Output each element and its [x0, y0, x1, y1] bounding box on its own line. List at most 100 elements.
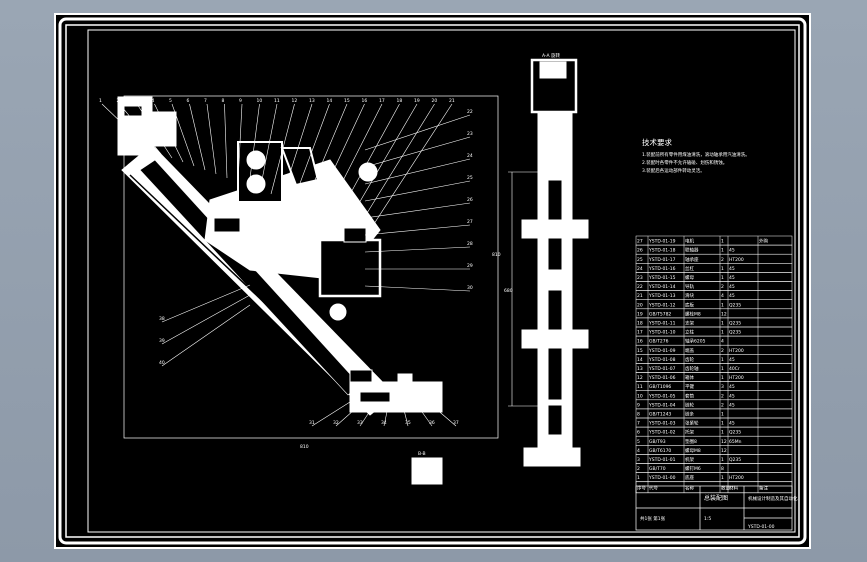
bom-cell: 联轴器: [685, 247, 699, 254]
bom-cell: 链轮: [685, 401, 694, 408]
leader-line: [161, 304, 251, 367]
bom-cell: 26: [637, 248, 643, 254]
bom-cell: HT200: [729, 257, 744, 263]
title-block-name: 总装配图: [704, 494, 728, 502]
bom-cell: 18: [637, 321, 643, 327]
bom-cell: 17: [637, 330, 643, 336]
part-number-label: 1: [99, 98, 102, 104]
bom-cell: 轴承6205: [685, 338, 706, 345]
part-number-label: 27: [467, 219, 473, 225]
leader-line: [369, 103, 453, 231]
bom-cell: 45: [729, 293, 735, 299]
hatch-block-3: [349, 369, 373, 383]
leader-line: [161, 294, 251, 345]
bom-cell: 12: [721, 311, 727, 317]
bom-cell: 5: [637, 439, 640, 445]
leader-line: [206, 103, 217, 175]
bom-cell: 2: [721, 393, 724, 399]
bom-header-cell: 名称: [685, 484, 694, 491]
bom-cell: 7: [637, 421, 640, 427]
leader-line: [364, 202, 471, 219]
leader-lines: [101, 103, 471, 427]
bom-cell: 1: [721, 375, 724, 381]
bom-cell: 45: [729, 393, 735, 399]
bom-cell: 4: [721, 339, 724, 345]
part-number-label: 5: [169, 98, 172, 104]
bom-cell: 1: [721, 266, 724, 272]
bottom-foot-cap: [397, 373, 413, 387]
bom-cell: YSTD-01-03: [648, 421, 676, 427]
bom-cell: 3: [721, 384, 724, 390]
bom-cell: 2: [721, 284, 724, 290]
leader-line: [270, 103, 295, 195]
bom-cell: 65Mn: [729, 439, 742, 445]
bom-cell: 19: [637, 311, 643, 317]
bom-cell: YSTD-01-18: [648, 248, 676, 254]
bom-cell: 齿轮轴: [685, 365, 699, 372]
part-number-label: 12: [292, 98, 298, 104]
side-view: [508, 58, 589, 467]
part-number-label: 10: [257, 98, 263, 104]
title-block-scale: 1:5: [704, 516, 711, 522]
part-number-label: 13: [309, 98, 315, 104]
bom-cell: GB/T1096: [649, 384, 671, 390]
part-number-label: 31: [309, 420, 315, 426]
bom-cell: 2: [637, 466, 640, 472]
bom-cell: 机架: [685, 456, 694, 463]
bom-cell: YSTD-01-01: [648, 457, 676, 463]
part-number-label: 25: [467, 175, 473, 181]
part-number-label: 35: [405, 420, 411, 426]
bom-cell: 1: [721, 302, 724, 308]
bom-cell: 45: [729, 357, 735, 363]
bracket: [280, 147, 320, 187]
leader-line: [259, 103, 278, 191]
bom-cell: 3: [637, 457, 640, 463]
bom-cell: 21: [637, 293, 643, 299]
bom-cell: YSTD-01-11: [648, 321, 676, 327]
bom-cell: 螺栓M8: [685, 310, 701, 317]
roller-2: [214, 202, 230, 218]
bom-cell: YSTD-01-04: [648, 402, 676, 408]
part-number-label: 2: [117, 98, 120, 104]
tech-note-1: 1.装配前所有零件用煤油清洗，滚动轴承用汽油清洗。: [642, 151, 750, 158]
leader-line: [364, 136, 471, 168]
part-number-label: 29: [467, 263, 473, 269]
roller-4: [164, 132, 176, 144]
bom-cell: 垫圈8: [685, 438, 697, 445]
beam-centerline: [129, 174, 373, 406]
part-number-label: 36: [429, 420, 435, 426]
bom-cell: Q235: [729, 430, 741, 436]
bom-cell: 2: [721, 257, 724, 263]
bom-cell: 4: [721, 293, 724, 299]
side-top-head: [530, 58, 578, 114]
bom-cell: 20: [637, 302, 643, 308]
dimension-side: 680: [504, 288, 513, 294]
title-block: [635, 485, 793, 531]
side-bracket-1: [521, 219, 589, 239]
part-number-label: 14: [327, 98, 333, 104]
bom-header-cell: 序号: [637, 484, 646, 491]
bom-cell: 丝杠: [685, 265, 694, 272]
part-number-label: 17: [379, 98, 385, 104]
part-number-label: 21: [449, 98, 455, 104]
title-block-sheet: 共1张 第1张: [640, 515, 666, 522]
bom-cell: 1: [721, 357, 724, 363]
part-number-label: 40: [159, 360, 165, 366]
bom-header-cell: 备注: [759, 484, 768, 491]
part-number-label: 26: [467, 197, 473, 203]
bom-cell: 托架: [685, 429, 694, 436]
part-number-label: 20: [432, 98, 438, 104]
bom-cell: 12: [637, 375, 643, 381]
part-number-label: 7: [204, 98, 207, 104]
bom-cell: YSTD-01-19: [648, 239, 676, 245]
leader-line: [161, 284, 251, 323]
tech-note-2: 2.装配时各零件不允许磕碰、划伤和锈蚀。: [642, 159, 727, 166]
bom-cell: YSTD-01-17: [648, 257, 676, 263]
dimension-height: 810: [492, 252, 501, 258]
bom-cell: 1: [721, 475, 724, 481]
bom-cell: Q235: [729, 302, 741, 308]
bom-cell: 1: [721, 330, 724, 336]
bom-cell: 8: [721, 466, 724, 472]
